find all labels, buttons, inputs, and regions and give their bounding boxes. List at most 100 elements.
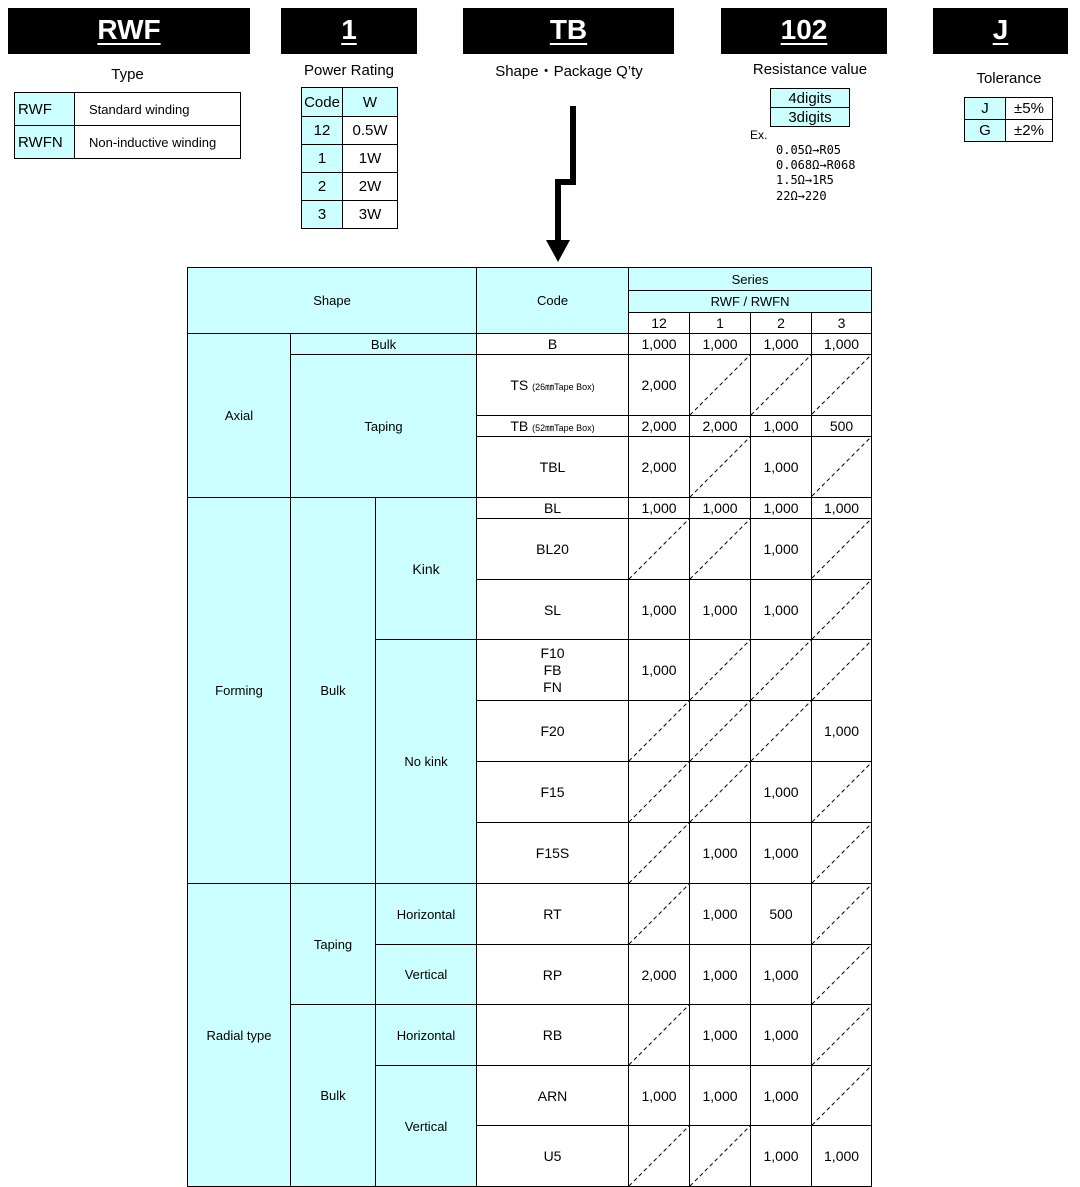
power-head-w: W xyxy=(342,87,398,117)
code-cell: TBL xyxy=(476,436,630,498)
shape-horizontal: Horizontal xyxy=(374,883,478,946)
head-series: Series xyxy=(628,267,873,291)
head-shape: Shape xyxy=(186,267,478,334)
quantity-cell: 1,000 xyxy=(689,1065,752,1127)
quantity-cell: 1,000 xyxy=(750,761,813,824)
example-line: 1.5Ω→1R5 xyxy=(776,173,834,187)
not-available-mark xyxy=(689,436,752,498)
code-cell: ARN xyxy=(476,1065,630,1127)
code-fb: FB xyxy=(543,661,562,678)
code-f10: F10 xyxy=(540,644,565,661)
col-head: 1 xyxy=(689,312,752,334)
code-tb-note: (52㎜Tape Box) xyxy=(532,423,595,433)
power-w-cell: 3W xyxy=(342,200,398,229)
resistance-digits-table: 4digits 3digits xyxy=(770,88,850,127)
quantity-cell: 1,000 xyxy=(750,944,813,1006)
quantity-cell: 1,000 xyxy=(628,333,691,355)
header-box-shape: TB xyxy=(463,8,674,54)
power-w-cell: 2W xyxy=(342,172,398,201)
quantity-cell: 1,000 xyxy=(811,1125,873,1187)
power-code-cell: 12 xyxy=(301,116,343,145)
shape-bulk: Bulk xyxy=(289,333,478,355)
resistance-title: Resistance value xyxy=(752,61,868,78)
quantity-cell: 1,000 xyxy=(689,944,752,1006)
shape-horizontal: Horizontal xyxy=(374,1004,478,1067)
quantity-cell: 1,000 xyxy=(628,1065,691,1127)
not-available-mark xyxy=(628,1125,691,1187)
quantity-cell: 2,000 xyxy=(628,436,691,498)
code-cell: BL20 xyxy=(476,518,630,580)
not-available-mark xyxy=(811,944,873,1006)
code-cell: TS (26㎜Tape Box) xyxy=(476,354,630,416)
not-available-mark xyxy=(628,700,691,763)
tolerance-code-cell: G xyxy=(964,119,1006,142)
not-available-mark xyxy=(811,822,873,885)
quantity-cell: 1,000 xyxy=(750,518,813,580)
example-line: 0.05Ω→R05 xyxy=(776,143,842,157)
not-available-mark xyxy=(811,761,873,824)
not-available-mark xyxy=(689,354,752,416)
head-rwf: RWF / RWFN xyxy=(628,290,873,313)
not-available-mark xyxy=(689,761,752,824)
example-label: Ex. xyxy=(750,128,768,142)
quantity-cell: 1,000 xyxy=(811,333,873,355)
code-fn: FN xyxy=(543,678,562,695)
type-desc-cell: Standard winding xyxy=(74,92,241,126)
shape-vertical: Vertical xyxy=(374,1065,478,1187)
type-desc-cell: Non-inductive winding xyxy=(74,125,241,159)
group-axial: Axial xyxy=(187,333,291,498)
shape-taping: Taping xyxy=(290,883,376,1006)
not-available-mark xyxy=(689,1125,752,1187)
quantity-cell: 1,000 xyxy=(628,497,691,519)
quantity-cell: 1,000 xyxy=(750,436,813,498)
not-available-mark xyxy=(811,639,873,702)
quantity-cell: 1,000 xyxy=(750,415,813,437)
quantity-cell: 1,000 xyxy=(750,497,813,519)
not-available-mark xyxy=(689,700,752,763)
power-head-code: Code xyxy=(301,87,343,117)
power-code-cell: 2 xyxy=(301,172,343,201)
quantity-cell: 500 xyxy=(811,415,873,437)
tolerance-value-cell: ±5% xyxy=(1005,97,1053,120)
quantity-cell: 2,000 xyxy=(628,354,691,416)
not-available-mark xyxy=(750,354,813,416)
quantity-cell: 2,000 xyxy=(628,415,691,437)
power-table: Code W 12 0.5W 1 1W 2 2W 3 3W xyxy=(301,87,398,229)
col-head: 12 xyxy=(628,312,691,334)
quantity-cell: 1,000 xyxy=(689,497,752,519)
col-head: 2 xyxy=(750,312,813,334)
shape-bulk: Bulk xyxy=(290,496,376,885)
not-available-mark xyxy=(689,518,752,580)
code-cell: RP xyxy=(476,944,630,1006)
tolerance-code-cell: J xyxy=(964,97,1006,120)
shape-nokink: No kink xyxy=(374,639,478,885)
code-cell: F15 xyxy=(476,761,630,824)
quantity-cell: 2,000 xyxy=(689,415,752,437)
col-head: 3 xyxy=(811,312,873,334)
package-quantity-table: Shape Code Series RWF / RWFN 12 1 2 3 Ax… xyxy=(186,267,873,1187)
code-cell: RB xyxy=(476,1004,630,1067)
quantity-cell: 1,000 xyxy=(750,578,813,641)
code-cell: F15S xyxy=(476,822,630,885)
not-available-mark xyxy=(811,436,873,498)
quantity-cell: 1,000 xyxy=(689,883,752,946)
shape-bulk: Bulk xyxy=(290,1004,376,1187)
not-available-mark xyxy=(689,639,752,702)
code-cell: BL xyxy=(476,497,630,519)
type-code-cell: RWF xyxy=(14,92,75,126)
code-ts: TS xyxy=(510,377,529,393)
power-w-cell: 0.5W xyxy=(342,116,398,145)
not-available-mark xyxy=(811,883,873,946)
power-title: Power Rating xyxy=(303,62,395,79)
quantity-cell: 1,000 xyxy=(750,1125,813,1187)
example-line: 0.068Ω→R068 xyxy=(776,158,856,172)
shape-vertical: Vertical xyxy=(374,944,478,1006)
quantity-cell: 1,000 xyxy=(811,497,873,519)
digits-cell: 4digits xyxy=(770,88,850,108)
code-ts-note: (26㎜Tape Box) xyxy=(532,382,595,392)
quantity-cell: 1,000 xyxy=(689,333,752,355)
code-cell: U5 xyxy=(476,1125,630,1187)
quantity-cell: 500 xyxy=(750,883,813,946)
tolerance-table: J ±5% G ±2% xyxy=(964,97,1053,142)
not-available-mark xyxy=(628,518,691,580)
